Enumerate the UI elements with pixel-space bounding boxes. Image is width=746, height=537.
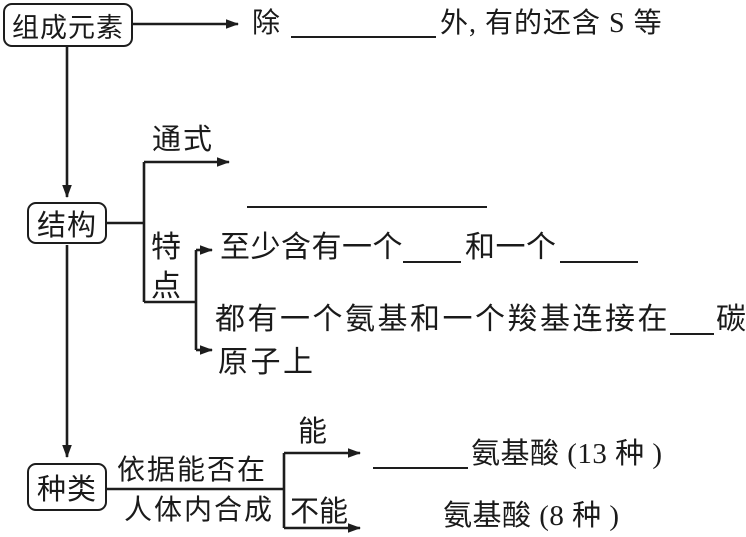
- blank-carbon-position: [670, 332, 714, 335]
- feature-amino-carboxyl-row: 至少含有一个 和一个: [220, 231, 638, 266]
- node-structure-box: 结构: [27, 202, 107, 244]
- feature-attachment-row-line1: 都有一个氨基和一个羧基连接在 碳: [215, 303, 746, 338]
- features-label-char-2: 点: [151, 270, 181, 303]
- node-composition-elements-label: 组成元素: [12, 12, 124, 43]
- general-formula-label: 通式: [152, 124, 215, 156]
- composition-note: 除 外, 有的还含 S 等: [252, 8, 663, 40]
- synthesis-criterion-line2: 人体内合成: [124, 495, 275, 526]
- feature1-part1: 至少含有一个: [220, 231, 403, 264]
- cannot-label: 不能: [290, 496, 349, 528]
- nonessential-result-row: 氨基酸 (13 种 ): [373, 438, 663, 471]
- blank-composition-element: [291, 35, 437, 38]
- blank-nonessential-type: [373, 466, 468, 469]
- feature2-after-blank: 碳: [716, 303, 746, 336]
- synthesis-criterion-line1: 依据能否在: [117, 455, 268, 486]
- node-composition-elements-box: 组成元素: [3, 3, 133, 47]
- nonessential-result-text: 氨基酸 (13 种 ): [471, 438, 663, 470]
- features-label: 特 点: [148, 228, 184, 306]
- node-types-box: 种类: [27, 463, 107, 511]
- node-types-label: 种类: [36, 474, 97, 506]
- blank-amino-group: [403, 260, 461, 263]
- composition-note-before-blank: 除: [252, 8, 281, 39]
- composition-note-after-blank: 外, 有的还含 S 等: [440, 8, 663, 39]
- blank-carboxyl-group: [559, 260, 638, 263]
- feature1-part2: 和一个: [465, 231, 557, 264]
- feature2-before-blank: 都有一个氨基和一个羧基连接在: [215, 303, 670, 336]
- blank-general-formula: [247, 205, 487, 208]
- features-label-char-1: 特: [151, 231, 181, 264]
- node-structure-label: 结构: [36, 210, 97, 242]
- can-label: 能: [298, 416, 328, 448]
- feature-attachment-row-line2: 原子上: [218, 346, 316, 379]
- essential-result-text: 氨基酸 (8 种 ): [443, 500, 620, 532]
